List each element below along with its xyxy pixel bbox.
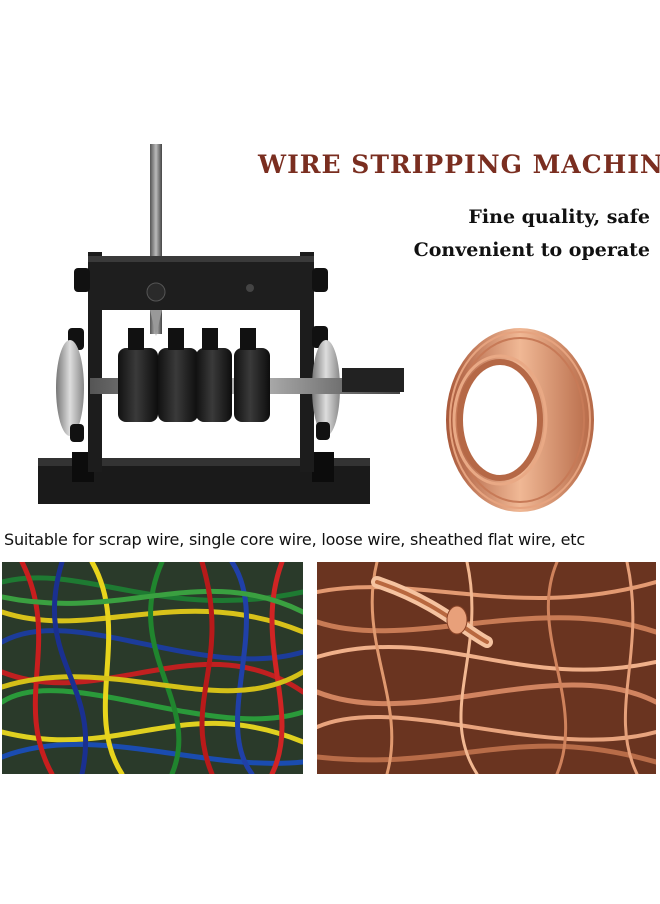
scrap-copper-photo	[317, 562, 656, 774]
suitable-caption: Suitable for scrap wire, single core wir…	[4, 530, 585, 549]
tagline-quality: Fine quality, safe	[468, 206, 650, 228]
scrap-copper-illustration	[317, 562, 656, 774]
copper-coil-image	[446, 328, 594, 512]
product-title: WIRE STRIPPING MACHINE	[258, 150, 660, 179]
colorful-wires-illustration	[2, 562, 303, 774]
tagline-convenience: Convenient to operate	[413, 239, 650, 261]
wire-stripping-machine-image	[38, 144, 404, 504]
colorful-wires-photo	[2, 562, 303, 774]
